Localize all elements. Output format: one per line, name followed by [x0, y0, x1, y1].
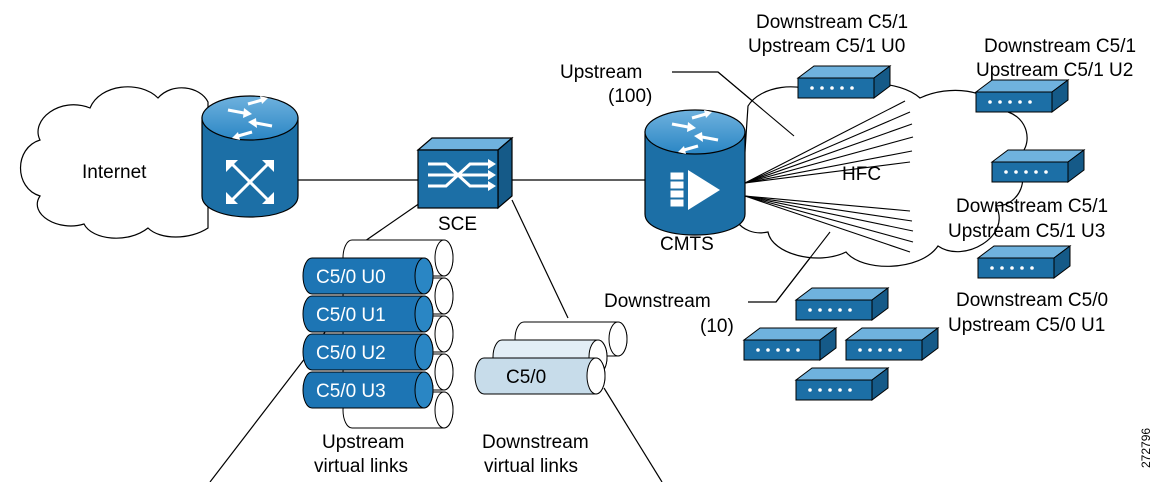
upstream-links-caption-line1: Upstream: [322, 432, 404, 453]
router-icon: [201, 95, 299, 218]
downstream-callout-line1: Downstream: [604, 291, 711, 312]
pipe-label: C5/0 U3: [316, 381, 386, 402]
internet-cloud: [19, 86, 209, 239]
sce-downstream-link: [511, 199, 569, 319]
downstream-callout-line2: (10): [700, 316, 734, 337]
cable-modem-icon: [974, 79, 1070, 113]
downstream-virtual-links: C5/0: [474, 321, 628, 395]
cmts-icon: [644, 109, 746, 236]
downstream-links-caption-line2: virtual links: [484, 456, 578, 477]
upstream-links-caption-line2: virtual links: [314, 456, 408, 477]
cable-modem-icon: [796, 65, 892, 99]
sce-label: SCE: [438, 214, 477, 235]
upstream-callout-line1: Upstream: [560, 62, 642, 83]
cable-modem-icon: [794, 287, 890, 321]
hfc-label: HFC: [842, 164, 881, 185]
cable-modem-icon: [742, 327, 838, 361]
modem-label-4-line1: Downstream C5/0: [956, 290, 1108, 311]
cable-modem-icon: [844, 327, 940, 361]
modem-label-2-line1: Downstream C5/1: [984, 36, 1136, 57]
sce-icon: [416, 136, 514, 210]
modem-label-1-line2: Upstream C5/1 U0: [748, 36, 905, 57]
figure-id: 272796: [1139, 428, 1153, 468]
cable-modem-icon: [976, 245, 1072, 279]
pipe-label: C5/0 U2: [316, 343, 386, 364]
cable-modems: [742, 65, 1086, 401]
upstream-pipe: C5/0 U0: [302, 257, 434, 295]
internet-label: Internet: [82, 162, 147, 183]
upstream-callout-line2: (100): [608, 86, 652, 107]
upstream-pipe: C5/0 U1: [302, 295, 434, 333]
upstream-pipe: C5/0 U3: [302, 371, 434, 409]
modem-label-4-line2: Upstream C5/0 U1: [948, 315, 1105, 336]
modem-label-1-line1: Downstream C5/1: [756, 12, 908, 33]
downstream-links-caption-line1: Downstream: [482, 432, 589, 453]
pipe-label: C5/0 U1: [316, 305, 386, 326]
pipe-label: C5/0 U0: [316, 267, 386, 288]
cable-modem-icon: [794, 367, 890, 401]
downstream-pipe: C5/0: [474, 357, 606, 395]
modem-label-2-line2: Upstream C5/1 U2: [976, 60, 1133, 81]
cable-modem-icon: [990, 149, 1086, 183]
upstream-virtual-links: C5/0 U0 C5/0 U1 C5/0 U2 C5/0 U3: [302, 239, 454, 429]
downstream-tail-line: [603, 387, 663, 482]
cmts-label: CMTS: [660, 234, 714, 255]
modem-label-3-line2: Upstream C5/1 U3: [948, 221, 1105, 242]
modem-label-3-line1: Downstream C5/1: [956, 196, 1108, 217]
pipe-label: C5/0: [506, 367, 546, 388]
upstream-pipe: C5/0 U2: [302, 333, 434, 371]
